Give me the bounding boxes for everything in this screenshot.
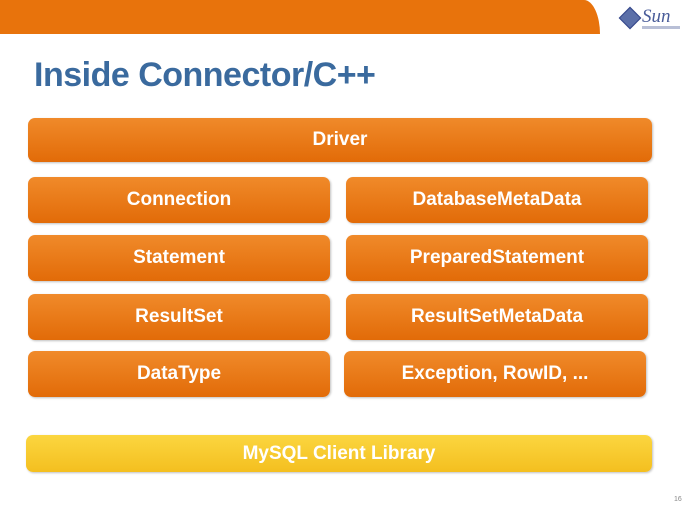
exception-rowid-box: Exception, RowID, ... bbox=[344, 351, 646, 397]
sun-diamond-icon bbox=[618, 6, 642, 30]
logo-text: Sun bbox=[642, 6, 671, 27]
sun-logo: Sun bbox=[618, 6, 684, 34]
connection-box: Connection bbox=[28, 177, 330, 223]
header-bar bbox=[0, 0, 600, 34]
datatype-box: DataType bbox=[28, 351, 330, 397]
page-number: 16 bbox=[674, 496, 682, 503]
statement-box: Statement bbox=[28, 235, 330, 281]
resultset-box: ResultSet bbox=[28, 294, 330, 340]
logo-tagline-mark bbox=[642, 26, 680, 29]
slide-title: Inside Connector/C++ bbox=[34, 56, 376, 94]
driver-box: Driver bbox=[28, 118, 652, 162]
resultset-metadata-box: ResultSetMetaData bbox=[346, 294, 648, 340]
prepared-statement-box: PreparedStatement bbox=[346, 235, 648, 281]
mysql-client-library-box: MySQL Client Library bbox=[26, 435, 652, 472]
database-metadata-box: DatabaseMetaData bbox=[346, 177, 648, 223]
